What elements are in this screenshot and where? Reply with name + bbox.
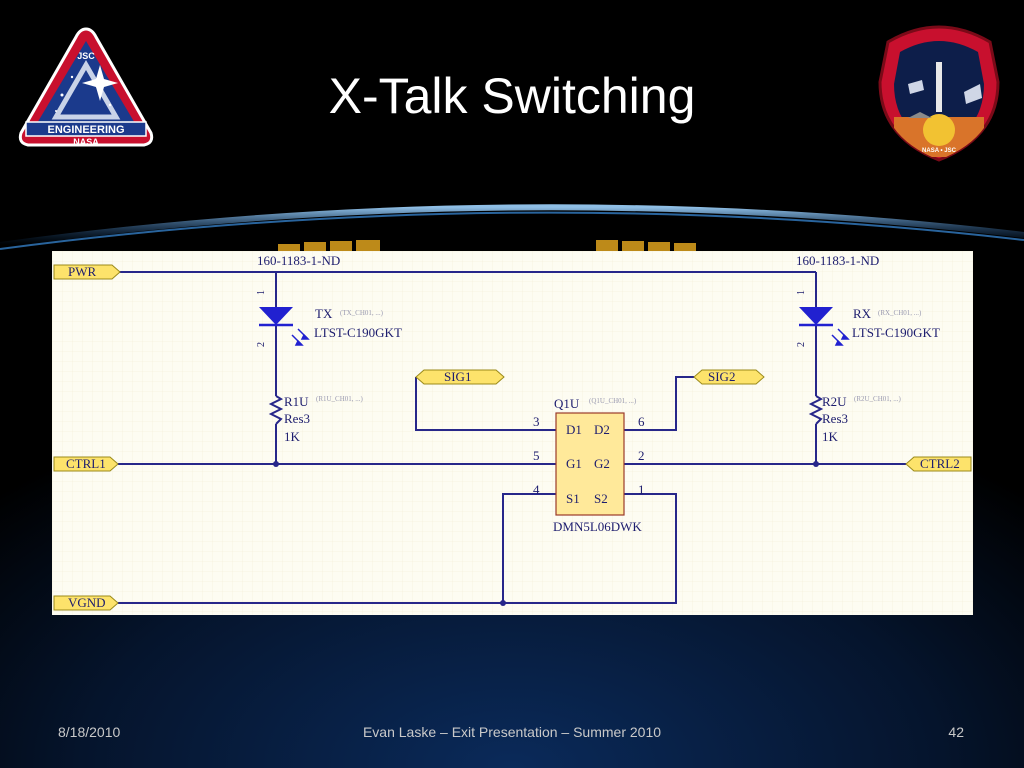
rx-led-channel: (RX_CH01, ...) <box>878 309 922 317</box>
slide-title: X-Talk Switching <box>328 68 696 124</box>
resistor-zigzag-icon <box>808 395 824 425</box>
r1u-channel: (R1U_CH01, ...) <box>316 395 364 403</box>
footer-date: 8/18/2010 <box>58 724 121 740</box>
q1u-pinnum-d2: 6 <box>638 414 645 429</box>
logo-band-text: ENGINEERING <box>47 124 124 136</box>
port-ctrl2: CTRL2 <box>905 456 972 472</box>
r2u-value: 1K <box>822 429 839 444</box>
s2-wire <box>503 493 677 604</box>
resistor-zigzag-icon <box>268 395 284 425</box>
tx-led-pin2: 2 <box>256 342 267 347</box>
r1u-value: 1K <box>284 429 301 444</box>
rx-led-designator: RX <box>853 306 872 321</box>
logo-bottom-text: NASA <box>73 137 99 147</box>
light-emission-icon <box>291 328 310 346</box>
q1u-pin-d2: D2 <box>594 422 610 437</box>
q1u-pin-g2: G2 <box>594 456 610 471</box>
page-number: 42 <box>948 724 964 740</box>
junction-dot <box>813 461 819 467</box>
r2u-resistor: R2U (R2U_CH01, ...) Res3 1K <box>808 394 902 444</box>
avionic-systems-division-patch: NASA • JSC <box>878 25 1000 162</box>
q1u-pin-s2: S2 <box>594 491 608 506</box>
q1u-channel: (Q1U_CH01, ...) <box>589 397 637 405</box>
port-ctrl1: CTRL1 <box>53 456 119 472</box>
sig2-wire <box>624 376 694 431</box>
diode-triangle-icon <box>259 307 293 325</box>
light-emission-icon <box>831 328 850 346</box>
tx-led-pin1: 1 <box>256 290 267 295</box>
q1u-part: DMN5L06DWK <box>553 519 642 534</box>
wires <box>116 271 906 604</box>
r2u-model: Res3 <box>822 411 848 426</box>
port-pwr-label: PWR <box>68 264 97 279</box>
junctions <box>273 461 819 606</box>
port-sig1: SIG1 <box>415 369 505 385</box>
rx-led-part-no: 160-1183-1-ND <box>796 253 879 268</box>
q1u-mosfet: Q1U (Q1U_CH01, ...) D1 D2 G1 G2 S1 S2 3 … <box>533 396 645 534</box>
sig1-wire <box>415 377 556 431</box>
rx-led-pin2: 2 <box>796 342 807 347</box>
q1u-pin-d1: D1 <box>566 422 582 437</box>
vgnd-wire <box>118 493 556 604</box>
junction-dot <box>273 461 279 467</box>
tx-led-part-no: 160-1183-1-ND <box>257 253 340 268</box>
r1u-designator: R1U <box>284 394 309 409</box>
q1u-pin-s1: S1 <box>566 491 580 506</box>
port-vgnd: VGND <box>53 595 119 611</box>
q1u-pin-g1: G1 <box>566 456 582 471</box>
rx-led-model: LTST-C190GKT <box>852 325 940 340</box>
r2u-designator: R2U <box>822 394 847 409</box>
diode-triangle-icon <box>799 307 833 325</box>
r1u-model: Res3 <box>284 411 310 426</box>
q1u-body <box>555 412 625 516</box>
solar-panel-hint <box>278 240 696 252</box>
patch-bottom-text: NASA • JSC <box>922 148 957 154</box>
rx-led-pin1: 1 <box>796 290 807 295</box>
q1u-pinnum-g2: 2 <box>638 448 645 463</box>
logo-top-text: JSC <box>77 51 95 61</box>
tx-led: 160-1183-1-ND 1 2 TX (TX_CH01, ...) LTST… <box>256 253 402 347</box>
jsc-engineering-logo: JSC ENGINEERING NASA <box>18 27 154 147</box>
footer-center: Evan Laske – Exit Presentation – Summer … <box>362 724 662 740</box>
junction-dot <box>500 600 506 606</box>
q1u-pinnum-s2: 1 <box>638 482 645 497</box>
r2u-channel: (R2U_CH01, ...) <box>854 395 902 403</box>
q1u-pinnum-s1: 4 <box>533 482 540 497</box>
q1u-pinnum-d1: 3 <box>533 414 540 429</box>
port-sig1-label: SIG1 <box>444 369 471 384</box>
port-vgnd-label: VGND <box>68 595 106 610</box>
q1u-designator: Q1U <box>554 396 580 411</box>
schematic-diagram: PWR CTRL1 VGND CTRL2 SIG1 SIG2 160-1183-… <box>52 251 973 615</box>
tx-led-channel: (TX_CH01, ...) <box>340 309 384 317</box>
tx-led-model: LTST-C190GKT <box>314 325 402 340</box>
q1u-pinnum-g1: 5 <box>533 448 540 463</box>
rx-led: 160-1183-1-ND 1 2 RX (RX_CH01, ...) LTST… <box>796 253 940 347</box>
tx-led-designator: TX <box>315 306 333 321</box>
port-ctrl2-label: CTRL2 <box>920 456 960 471</box>
r1u-resistor: R1U (R1U_CH01, ...) Res3 1K <box>268 394 364 444</box>
port-ctrl1-label: CTRL1 <box>66 456 106 471</box>
port-sig2-label: SIG2 <box>708 369 735 384</box>
port-sig2: SIG2 <box>693 369 765 385</box>
port-pwr: PWR <box>53 264 121 280</box>
